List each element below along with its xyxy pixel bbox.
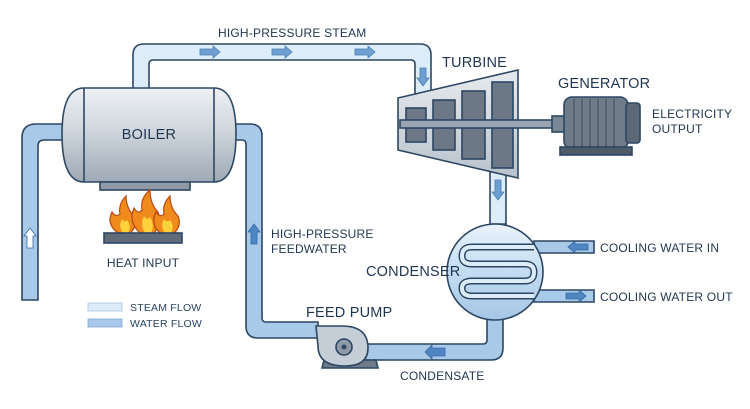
label-feedwater-line1: HIGH-PRESSURE <box>271 227 374 241</box>
feed-pump <box>315 325 380 369</box>
label-boiler: BOILER <box>122 127 176 143</box>
flow-arrow-icon <box>567 240 589 254</box>
legend-steam-label: STEAM FLOW <box>130 302 201 314</box>
flow-arrow-icon <box>23 227 37 249</box>
label-feed-pump: FEED PUMP <box>306 305 392 321</box>
turbine <box>397 68 565 180</box>
condenser-shell <box>446 223 544 321</box>
flow-arrow-icon <box>271 45 293 59</box>
label-high-pressure-steam: HIGH-PRESSURE STEAM <box>218 26 367 40</box>
generator <box>551 96 641 156</box>
legend-water-swatch <box>87 318 123 328</box>
flame-icon <box>109 188 180 234</box>
turbine-shaft <box>399 119 565 129</box>
flow-arrow-icon <box>565 289 587 303</box>
legend-steam-swatch <box>87 302 123 312</box>
water-pipe-left-return <box>21 123 71 301</box>
flow-arrow-icon <box>199 45 221 59</box>
label-condenser: CONDENSER <box>366 264 460 280</box>
legend-water-label: WATER FLOW <box>130 318 202 330</box>
label-cooling-water-out: COOLING WATER OUT <box>600 290 733 304</box>
flow-arrow-icon <box>491 179 505 201</box>
label-generator: GENERATOR <box>558 76 650 92</box>
legend: STEAM FLOW WATER FLOW <box>87 302 202 330</box>
condenser <box>446 223 544 321</box>
label-heat-input: HEAT INPUT <box>107 256 180 270</box>
label-cooling-water-in: COOLING WATER IN <box>600 241 719 255</box>
flow-arrow-icon <box>424 344 446 360</box>
label-turbine: TURBINE <box>442 55 507 71</box>
boiler <box>61 87 237 191</box>
label-condensate: CONDENSATE <box>400 369 484 383</box>
flow-arrow-icon <box>354 45 376 59</box>
heat-input-burner <box>103 188 183 244</box>
flow-arrow-icon <box>247 223 261 245</box>
label-electricity-line2: OUTPUT <box>652 122 703 136</box>
flow-arrow-icon <box>416 67 430 87</box>
water-flow-arrows <box>23 223 589 360</box>
label-feedwater-line2: FEEDWATER <box>271 242 347 256</box>
label-electricity-line1: ELECTRICITY <box>652 107 732 121</box>
steam-flow-arrows <box>199 45 505 201</box>
